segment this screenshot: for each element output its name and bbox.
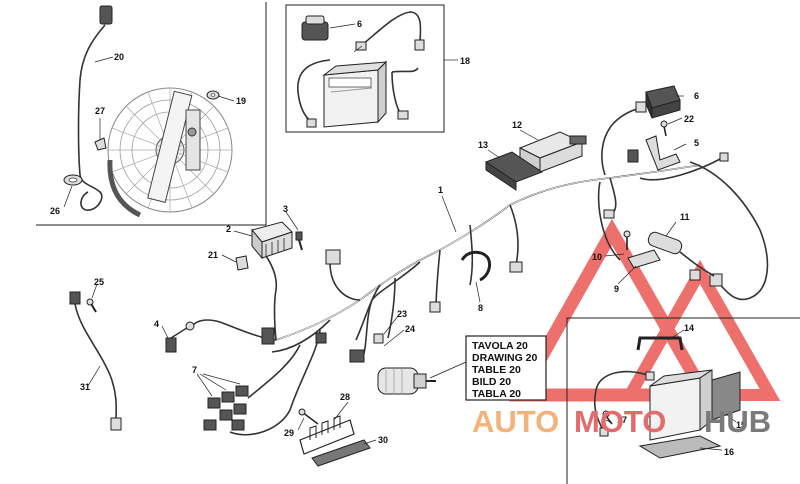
ignition-coil-11 xyxy=(647,231,715,277)
component-small-right xyxy=(627,149,639,163)
clamp-8 xyxy=(460,250,492,282)
watermark-moto: MOTO xyxy=(574,404,666,439)
callout-12: 12 xyxy=(512,120,522,130)
ground-cable-31 xyxy=(69,291,122,431)
callout-10: 10 xyxy=(592,252,602,262)
callout-2: 2 xyxy=(226,224,231,234)
regulator-2 xyxy=(251,221,293,260)
reference-line-1: TAVOLA 20 xyxy=(472,340,528,352)
callout-30: 30 xyxy=(378,435,388,445)
cable-clip-26 xyxy=(63,174,83,186)
callout-17: 17 xyxy=(617,415,627,425)
callout-24: 24 xyxy=(405,324,415,334)
battery-tray-16 xyxy=(638,435,722,459)
bolt-3 xyxy=(295,231,303,251)
callout-22: 22 xyxy=(684,114,694,124)
reference-line-3: TABLE 20 xyxy=(472,364,521,376)
callout-4: 4 xyxy=(154,319,159,329)
callout-numbers: 20 27 19 26 6 18 12 13 1 6 22 5 11 10 9 … xyxy=(50,19,746,457)
relay-6-right xyxy=(645,85,681,119)
washer-19 xyxy=(206,90,220,100)
inset-frame-battery-bottom xyxy=(566,317,800,484)
callout-21: 21 xyxy=(208,250,218,260)
ecu-unit-12 xyxy=(518,131,587,173)
callout-3: 3 xyxy=(283,204,288,214)
battery-cables-18 xyxy=(297,11,425,128)
callout-14: 14 xyxy=(684,323,694,333)
bolt-25 xyxy=(86,298,97,313)
battery-18 xyxy=(322,60,388,128)
bolt-17 xyxy=(602,410,613,425)
callout-27: 27 xyxy=(95,106,105,116)
wheel-speed-sensor-cable xyxy=(77,5,113,211)
callout-28: 28 xyxy=(340,392,350,402)
callout-16: 16 xyxy=(724,447,734,457)
callout-5: 5 xyxy=(694,138,699,148)
callout-6-right: 6 xyxy=(694,91,699,101)
relay-6-top xyxy=(301,15,329,41)
bolt-10 xyxy=(623,230,631,250)
inset-frame-wheel xyxy=(36,2,267,226)
callout-31: 31 xyxy=(80,382,90,392)
callout-26: 26 xyxy=(50,206,60,216)
callout-18: 18 xyxy=(460,56,470,66)
callout-29: 29 xyxy=(284,428,294,438)
callout-8: 8 xyxy=(478,303,483,313)
bolt-22 xyxy=(660,120,668,137)
bracket-9 xyxy=(627,249,661,269)
inset-frame-battery-18 xyxy=(285,4,445,133)
harness-connectors xyxy=(261,101,729,363)
front-wheel-disc xyxy=(107,87,233,218)
bolt-29 xyxy=(298,408,319,425)
main-wiring-harness-1 xyxy=(189,107,769,436)
callout-25: 25 xyxy=(94,277,104,287)
control-module-13 xyxy=(484,151,544,191)
callout-20: 20 xyxy=(114,52,124,62)
callout-19: 19 xyxy=(236,96,246,106)
fuse-holder-28 xyxy=(299,415,355,455)
starter-motor xyxy=(377,367,436,395)
battery-cable-inset xyxy=(593,370,655,437)
watermark-auto: AUTO xyxy=(472,404,559,439)
callout-6-top: 6 xyxy=(357,19,362,29)
leader-lines xyxy=(63,23,737,451)
reference-line-2: DRAWING 20 xyxy=(472,352,538,364)
reference-line-5: TABLA 20 xyxy=(472,388,521,400)
reference-line-4: BILD 20 xyxy=(472,376,511,388)
pad-30 xyxy=(311,439,371,467)
battery-15 xyxy=(649,369,741,441)
sensor-27 xyxy=(94,137,107,151)
callout-23: 23 xyxy=(397,309,407,319)
watermark-text: AUTO MOTO HUB xyxy=(472,404,771,439)
battery-strap-14 xyxy=(636,336,684,351)
callout-9: 9 xyxy=(614,284,619,294)
callout-1: 1 xyxy=(438,185,443,195)
callout-11: 11 xyxy=(680,212,690,222)
fuse-connectors-7 xyxy=(203,385,249,431)
sensor-4 xyxy=(165,321,195,353)
callout-13: 13 xyxy=(478,140,488,150)
watermark-hub: HUB xyxy=(704,404,771,439)
callout-7: 7 xyxy=(192,365,197,375)
callout-15: 15 xyxy=(736,420,746,430)
reference-box: TAVOLA 20 DRAWING 20 TABLE 20 BILD 20 TA… xyxy=(465,335,547,401)
bracket-5 xyxy=(645,135,681,171)
clip-21 xyxy=(235,255,249,271)
